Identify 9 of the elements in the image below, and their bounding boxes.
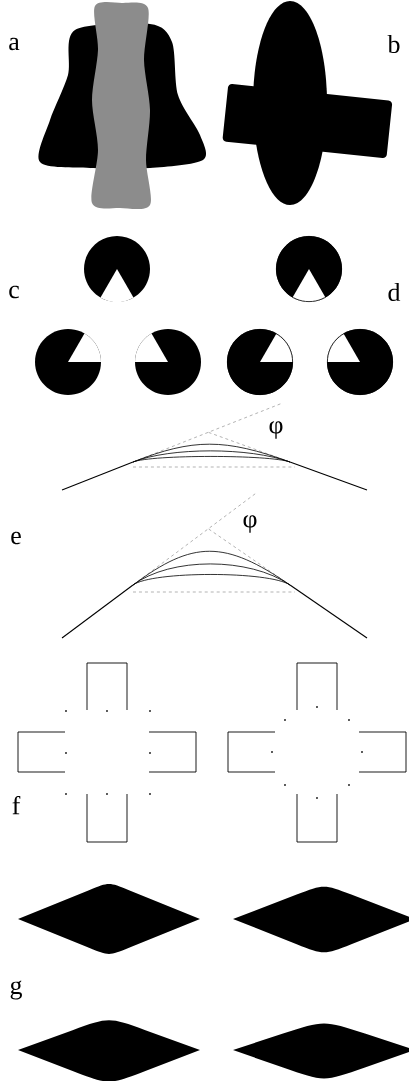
- panel-label: d: [388, 282, 401, 302]
- panel-label: f: [12, 795, 21, 815]
- angle-label: φ: [269, 421, 283, 439]
- panel-label: b: [387, 34, 400, 54]
- panel-label: e: [11, 531, 21, 545]
- panel-label: a: [9, 37, 20, 51]
- panel-label: g: [10, 980, 22, 1000]
- panel-label: c: [9, 285, 19, 299]
- angle-label: φ: [243, 515, 257, 533]
